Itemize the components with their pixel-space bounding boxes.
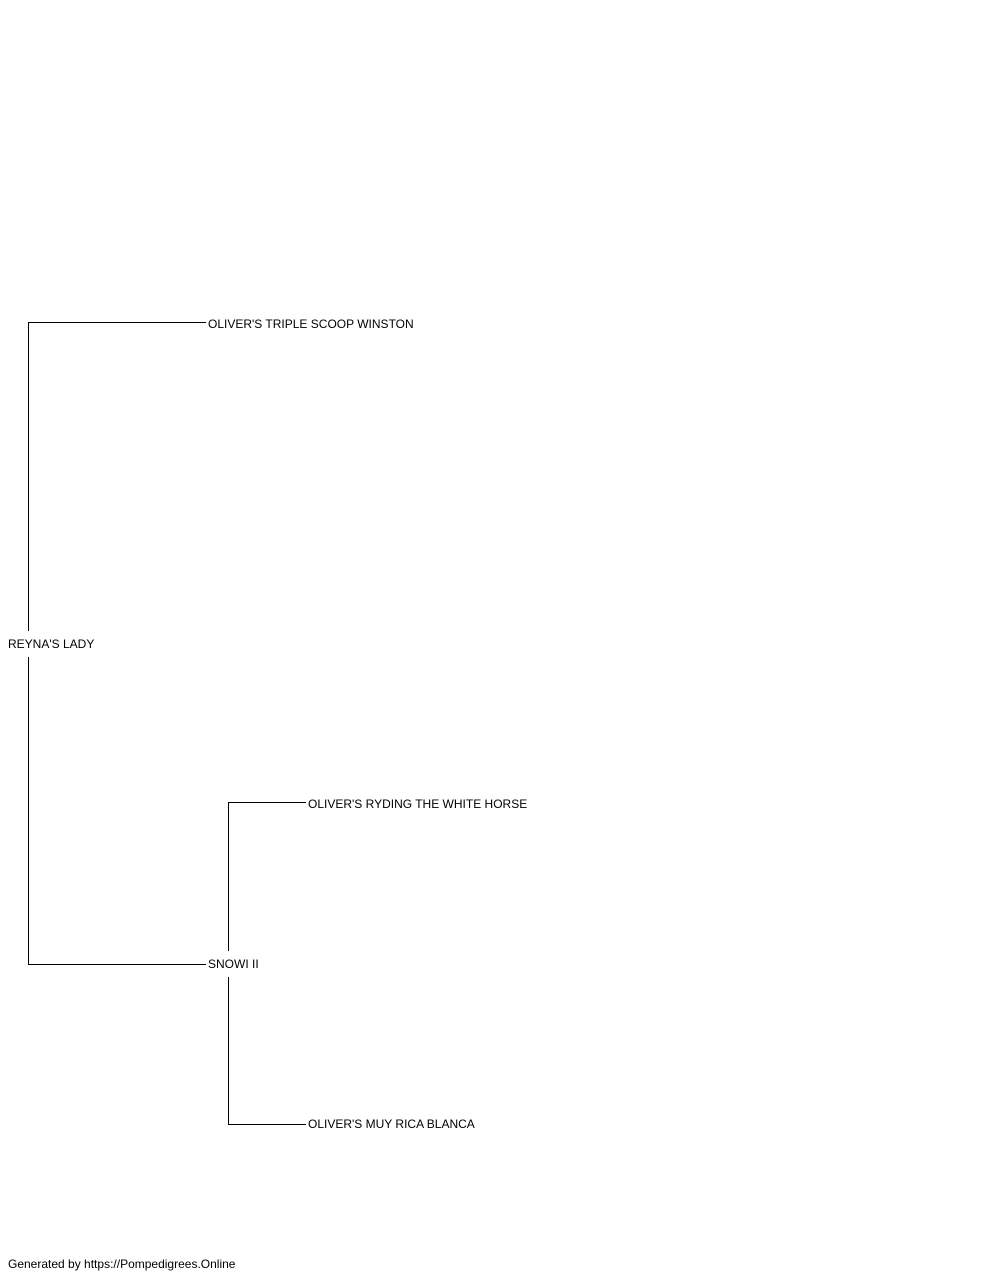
connector-dam-sire-horizontal (228, 802, 306, 803)
dam-dam-name: OLIVER'S MUY RICA BLANCA (308, 1117, 475, 1131)
connector-sire-horizontal (28, 322, 206, 323)
sire-name: OLIVER'S TRIPLE SCOOP WINSTON (208, 317, 414, 331)
dam-name: SNOWI II (208, 951, 259, 977)
connector-dam-horizontal (28, 964, 206, 965)
dam-sire-name: OLIVER'S RYDING THE WHITE HORSE (308, 797, 528, 811)
generator-credit: Generated by https://Pompedigrees.Online (8, 1257, 236, 1271)
subject-name: REYNA'S LADY (8, 631, 95, 657)
connector-dam-dam-horizontal (228, 1124, 306, 1125)
